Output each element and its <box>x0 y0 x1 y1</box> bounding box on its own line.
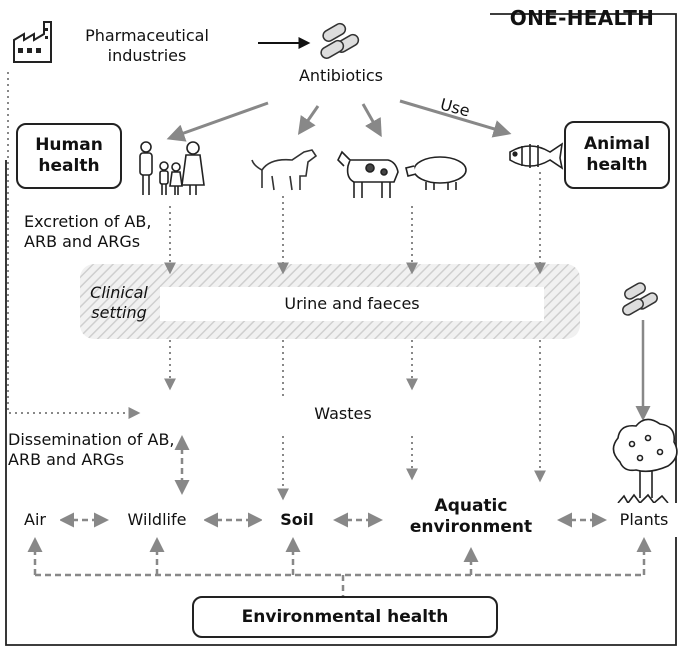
wastes-label: Wastes <box>314 404 372 423</box>
environmental-health-box: Environmental health <box>192 596 498 638</box>
capsule-icon <box>622 282 658 316</box>
aquatic-label: Aquatic environment <box>409 496 533 537</box>
wildlife-label: Wildlife <box>127 510 187 529</box>
animal-health-box: Animal health <box>564 121 670 189</box>
pharma-waste-link <box>7 72 141 419</box>
factory-icon <box>13 21 52 63</box>
page-title: ONE-HEALTH <box>509 6 655 30</box>
dog-icon <box>251 149 318 191</box>
plants-label: Plants <box>619 510 669 529</box>
air-label: Air <box>24 510 46 529</box>
pharma-label: Pharmaceutical industries <box>85 26 209 65</box>
human-family-icon <box>139 141 205 195</box>
excretion-note: Excretion of AB, ARB and ARGs <box>24 212 152 251</box>
aquatic-box: Aquatic environment <box>386 487 556 547</box>
environmental-health-bus <box>27 537 652 596</box>
capsule-icon <box>320 22 360 59</box>
animal-health-label: Animal health <box>583 134 651 175</box>
plants-box: Plants <box>608 503 680 537</box>
antibiotic-use-arrows <box>166 99 512 142</box>
soil-box: Soil <box>262 503 332 537</box>
dissemination-note: Dissemination of AB, ARB and ARGs <box>8 430 175 469</box>
cow-icon <box>337 150 399 198</box>
urine-faeces-box: Urine and faeces <box>160 287 544 321</box>
one-health-frame <box>5 13 677 646</box>
antibiotics-label: Antibiotics <box>298 66 384 85</box>
human-health-label: Human health <box>35 135 103 176</box>
fish-icon <box>509 142 564 170</box>
soil-label: Soil <box>280 510 314 529</box>
human-health-box: Human health <box>16 123 122 189</box>
pig-icon <box>405 156 467 190</box>
wastes-box: Wastes <box>160 396 526 432</box>
clinical-setting-label: Clinical setting <box>90 283 148 322</box>
air-box: Air <box>10 503 60 537</box>
environmental-health-label: Environmental health <box>241 606 449 627</box>
wildlife-box: Wildlife <box>110 503 204 537</box>
urine-faeces-label: Urine and faeces <box>284 294 420 313</box>
tree-icon <box>612 418 678 505</box>
